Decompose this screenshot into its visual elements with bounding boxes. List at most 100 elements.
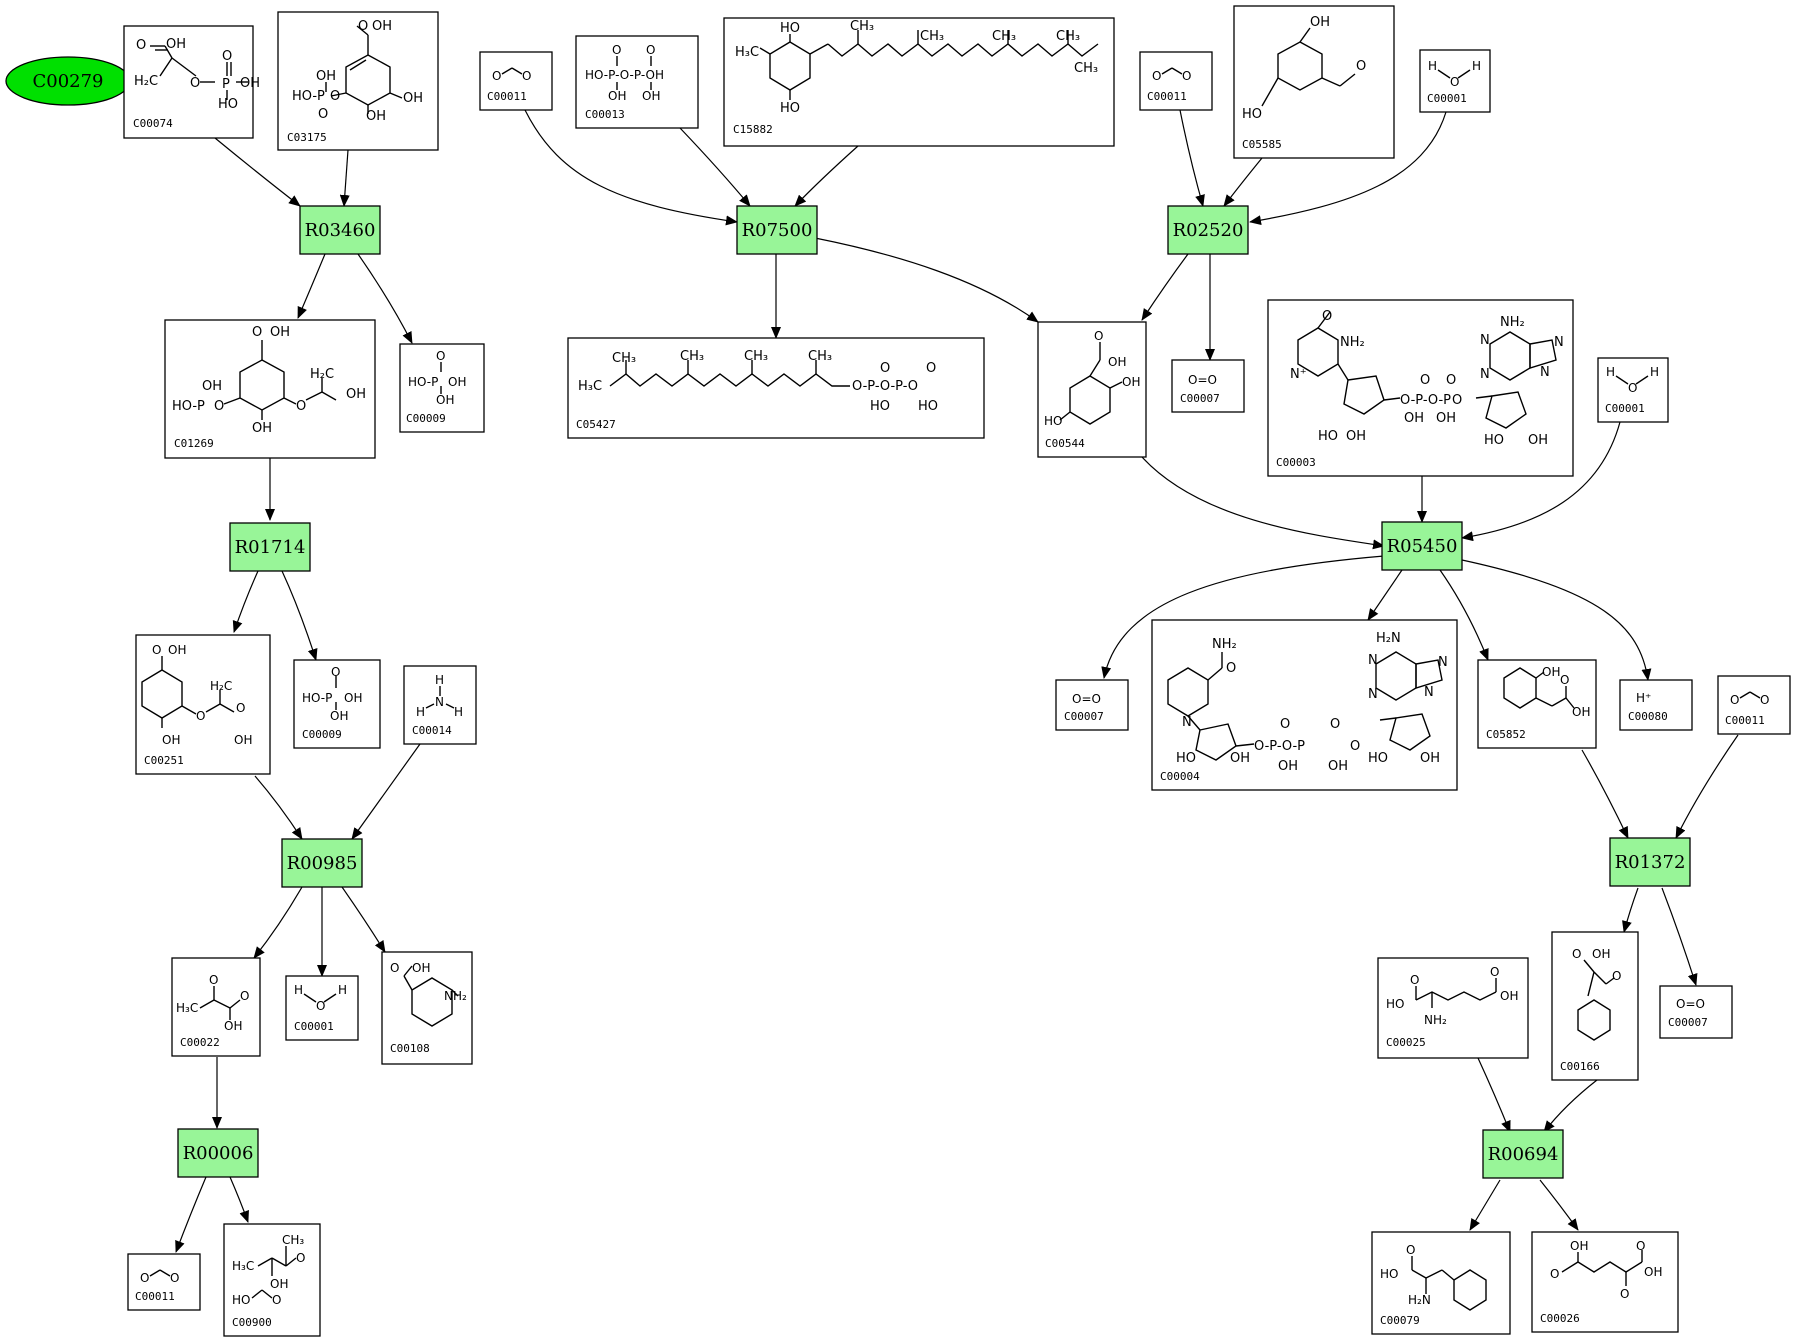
compound-C00009[interactable]: O HO-P OH OH C00009 [399, 343, 485, 433]
compound-C00900[interactable]: CH₃ H₃C O OH HO O C00900 [223, 1223, 321, 1337]
compound-C00007[interactable]: O=O C00007 [1659, 985, 1733, 1039]
reaction-R01714[interactable]: R01714 [229, 522, 311, 572]
structure-C15882 [759, 30, 1099, 100]
compound-C00011[interactable]: O O C00011 [1717, 675, 1791, 735]
compound-id: C00001 [1605, 402, 1645, 415]
atom-label: H₂C [210, 679, 232, 693]
compound-C00001[interactable]: H O H C00001 [285, 975, 359, 1041]
compound-C00022[interactable]: O H₃C O OH C00022 [171, 957, 261, 1057]
atom-label: O [236, 701, 245, 715]
atom-label: OH [1572, 705, 1590, 719]
compound-C00074[interactable]: OH O H₂C O P O OH HO C00074 [123, 25, 260, 139]
compound-C15882[interactable]: HO H₃C HO CH₃ CH₃ CH₃ CH₃ CH₃ C15882 [723, 17, 1115, 147]
atom-label: OH [1644, 1265, 1662, 1279]
compound-C00026[interactable]: OH O O OH O C00026 [1531, 1231, 1679, 1333]
compound-C00025[interactable]: O HO O OH NH₂ C00025 [1377, 957, 1529, 1059]
atom-label: OH [1346, 429, 1366, 444]
edge [253, 886, 303, 959]
query-node[interactable]: C00279 [5, 56, 131, 106]
compound-C00011[interactable]: O O C00011 [1139, 51, 1213, 111]
atom-label: HO [1484, 433, 1504, 448]
compound-C00108[interactable]: O OH NH₂ C00108 [381, 951, 473, 1065]
atom-label: O [1490, 965, 1499, 979]
structure-C05585 [1261, 27, 1356, 107]
atom-label: H [294, 983, 303, 997]
reaction-R05450[interactable]: R05450 [1381, 521, 1463, 571]
atom-label: HO-P [172, 399, 205, 414]
edge [229, 1176, 249, 1223]
compound-id: C00011 [135, 1290, 175, 1303]
compound-C00001[interactable]: H O H C00001 [1419, 49, 1491, 113]
atom-label: HO [780, 21, 800, 36]
compound-C00004[interactable]: NH₂ O N O-P-O-P O O O OH OH H₂N N N N N … [1151, 619, 1458, 791]
atom-label: HO [1176, 751, 1196, 766]
reaction-R00985[interactable]: R00985 [281, 838, 363, 888]
compound-C05427[interactable]: H₃C CH₃ CH₃ CH₃ CH₃ O-P-O-P-O O O HO HO … [567, 337, 985, 439]
compound-C00011[interactable]: O O C00011 [479, 51, 553, 111]
atom-label: O [1446, 373, 1456, 388]
atom-label: O [1612, 969, 1621, 983]
atom-label: OH [1278, 759, 1298, 774]
atom-label: HO-P-O-P-OH [585, 68, 664, 82]
atom-label: NH₂ [1500, 315, 1525, 330]
compound-C00013[interactable]: O O HO-P-O-P-OH OH OH C00013 [575, 35, 699, 129]
atom-label: OH [162, 733, 180, 747]
reaction-R00694[interactable]: R00694 [1482, 1129, 1564, 1179]
reaction-R07500[interactable]: R07500 [736, 205, 818, 255]
compound-C00014[interactable]: H N H H C00014 [403, 665, 477, 745]
atom-label: OH [412, 961, 430, 975]
atom-label: OH [1122, 375, 1140, 389]
atom-label: O [1330, 717, 1340, 732]
compound-id: C00080 [1628, 710, 1668, 723]
reaction-label: R02520 [1173, 220, 1244, 241]
reaction-label: R05450 [1387, 536, 1458, 557]
atom-label: CH₃ [1074, 61, 1098, 76]
atom-label: HO [1386, 997, 1404, 1011]
atom-label: NH₂ [1424, 1013, 1447, 1027]
atom-label: N [1424, 685, 1434, 700]
compound-C00251[interactable]: O OH O H₂C O OH OH C00251 [135, 634, 271, 775]
compound-C05585[interactable]: OH O HO C05585 [1233, 5, 1395, 159]
reaction-R01372[interactable]: R01372 [1609, 837, 1691, 887]
structure-C00544 [1059, 342, 1123, 425]
atom-label: O [1226, 661, 1236, 676]
atom-label: OH [403, 91, 423, 106]
compound-C00001[interactable]: H O H C00001 [1597, 357, 1669, 423]
atom-label: O [190, 76, 200, 91]
atom-label: O [1730, 693, 1739, 707]
compound-C00166[interactable]: O OH O C00166 [1551, 931, 1639, 1081]
compound-C00009[interactable]: O HO-P OH OH C00009 [293, 659, 381, 749]
atom-label: HO [870, 399, 890, 414]
reaction-R02520[interactable]: R02520 [1167, 205, 1249, 255]
atom-label: N [1480, 367, 1490, 382]
atom-label: HO [1318, 429, 1338, 444]
atom-label: O [1152, 69, 1161, 83]
compound-id: C15882 [733, 123, 773, 136]
edge [1661, 887, 1698, 986]
compound-C00007[interactable]: O=O C00007 [1055, 679, 1129, 731]
compound-C00007[interactable]: O=O C00007 [1171, 359, 1245, 413]
atom-label: N [1438, 655, 1448, 670]
atom-label: H₃C [578, 379, 602, 394]
compound-C05852[interactable]: OH O OH C05852 [1477, 659, 1597, 749]
query-label: C00279 [32, 71, 103, 92]
compound-C00003[interactable]: O NH₂ N⁺ O-P-O-P O O O OH OH NH₂ N N N N… [1267, 299, 1574, 477]
reaction-R00006[interactable]: R00006 [177, 1128, 259, 1178]
structure-C00001 [303, 993, 337, 1003]
atom-label: H₃C [735, 45, 759, 60]
structure-C00251 [141, 656, 235, 728]
compound-id: C00079 [1380, 1314, 1420, 1327]
atom-label: OH [366, 109, 386, 124]
edge [1223, 157, 1263, 207]
compound-C00080[interactable]: H⁺ C00080 [1619, 679, 1693, 731]
atom-label: CH₃ [282, 1233, 304, 1247]
reaction-R03460[interactable]: R03460 [299, 205, 381, 255]
compound-C00079[interactable]: O HO H₂N C00079 [1371, 1231, 1511, 1335]
compound-C03175[interactable]: O OH OH HO-P O O OH OH C03175 [277, 11, 439, 151]
edge [1622, 887, 1639, 933]
reaction-label: R01372 [1615, 852, 1686, 873]
compound-C01269[interactable]: O OH OH HO-P O O H₂C OH OH C01269 [164, 319, 376, 459]
edge [1543, 1079, 1598, 1133]
compound-C00544[interactable]: O OH OH HO C00544 [1037, 321, 1147, 458]
compound-C00011[interactable]: O O C00011 [127, 1253, 201, 1311]
